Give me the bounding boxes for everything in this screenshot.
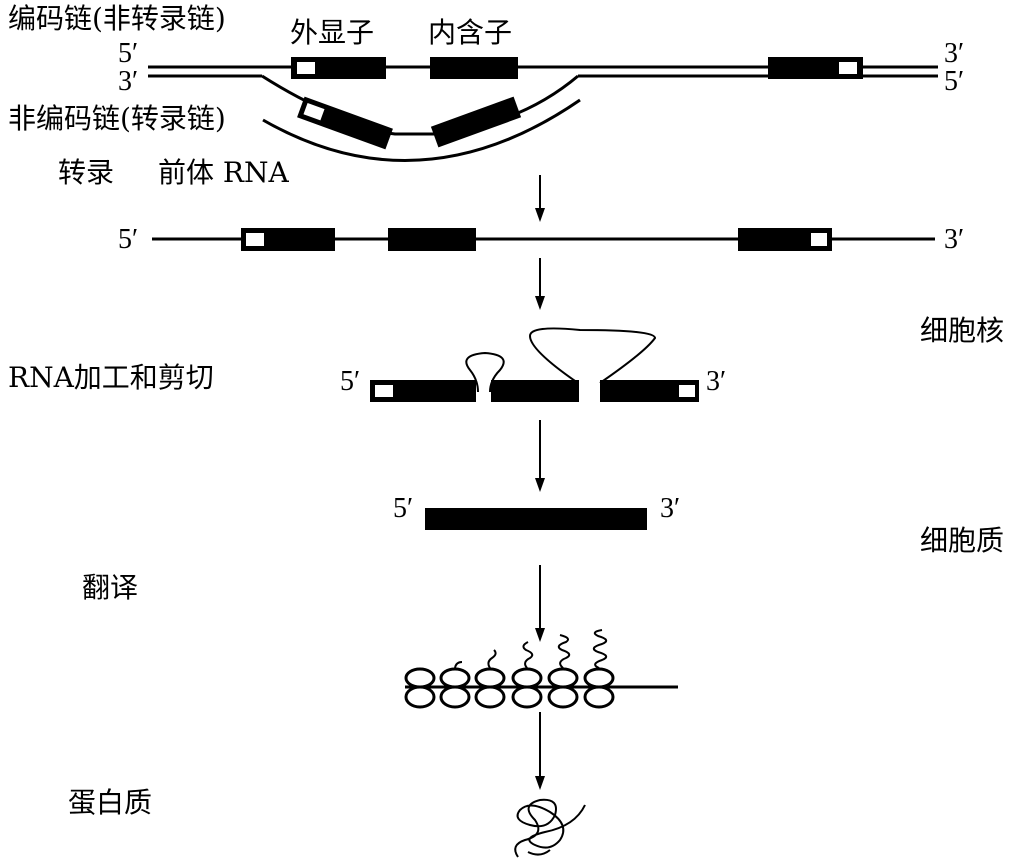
three-prime-label-pre-rna: 3′ [944,224,964,255]
pre-rna-label: 前体 RNA [158,156,289,189]
transcription-label: 转录 [58,156,114,189]
polyribosome [404,667,678,709]
spliced-rna [370,327,699,402]
ribosome [474,667,506,709]
ribosome [439,667,471,709]
mature-mrna [425,508,647,530]
translation-label: 翻译 [82,571,138,604]
coding-strand-label: 编码链(非转录链) [8,2,226,35]
three-prime-label-dna-top-right: 3′ [944,38,964,69]
five-prime-label-mrna: 5′ [393,493,413,524]
five-prime-label-dna-bottom-right: 5′ [944,66,964,97]
cytoplasm-label: 细胞质 [920,524,1004,557]
folded-protein [514,798,586,858]
five-prime-label-pre-rna: 5′ [118,224,138,255]
five-prime-label-dna-top: 5′ [118,38,138,69]
ribosome [547,667,579,709]
exon-label: 外显子 [290,16,374,49]
protein-label: 蛋白质 [68,786,152,819]
noncoding-strand-label: 非编码链(转录链) [8,102,226,135]
three-prime-label-dna-bottom: 3′ [118,66,138,97]
intron-loop-small [465,351,505,393]
template-strand-blocks [297,96,522,150]
pre-rna-strand [152,228,935,251]
ribosome [583,667,615,709]
five-prime-label-spliced: 5′ [340,366,360,397]
nascent-rna-arc [262,98,581,162]
nucleus-label: 细胞核 [920,314,1004,347]
three-prime-label-mrna: 3′ [660,493,680,524]
nascent-peptides [454,629,608,669]
ribosome [511,667,543,709]
intron-loop-large [528,327,657,384]
processing-label: RNA加工和剪切 [8,361,214,394]
three-prime-label-spliced: 3′ [706,366,726,397]
coding-strand-blocks [291,57,863,79]
ribosome [404,667,436,709]
process-arrows [535,175,545,790]
intron-label: 内含子 [428,16,512,49]
